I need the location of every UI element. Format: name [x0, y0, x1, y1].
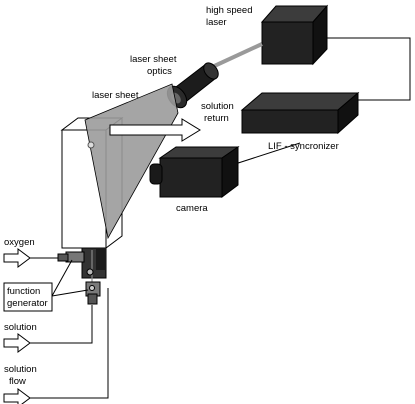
laser-sheet	[84, 83, 179, 240]
label-laser-sheet-optics-2: optics	[147, 66, 172, 77]
solution-flow-arrow	[3, 388, 31, 404]
label-function-generator-1: function	[7, 286, 40, 297]
lif-syncronizer	[240, 91, 360, 135]
function-generator	[3, 259, 89, 312]
label-laser-sheet: laser sheet	[92, 90, 139, 101]
label-lif-syncronizer: LIF - syncronizer	[268, 141, 339, 152]
label-solution-return-2: return	[204, 113, 229, 124]
channel-base	[57, 247, 107, 305]
high-speed-laser	[260, 4, 329, 66]
label-function-generator-2: generator	[7, 298, 48, 309]
label-solution-return-1: solution	[201, 101, 234, 112]
label-solution-flow-1: solution	[4, 364, 37, 375]
label-laser-sheet-optics-1: laser sheet	[130, 54, 177, 65]
label-oxygen: oxygen	[4, 237, 35, 248]
solution-arrow	[3, 333, 31, 353]
channel-port	[87, 141, 95, 149]
label-high-speed-laser-1: high speed	[206, 5, 252, 16]
label-solution-flow-2: flow	[9, 376, 26, 387]
connection-wires	[20, 37, 411, 399]
label-solution: solution	[4, 322, 37, 333]
laser-beam	[209, 42, 263, 70]
label-high-speed-laser-2: laser	[206, 17, 227, 28]
label-camera: camera	[176, 203, 208, 214]
camera	[149, 146, 240, 198]
solution-return-arrow	[109, 118, 201, 142]
oxygen-arrow	[3, 248, 31, 268]
